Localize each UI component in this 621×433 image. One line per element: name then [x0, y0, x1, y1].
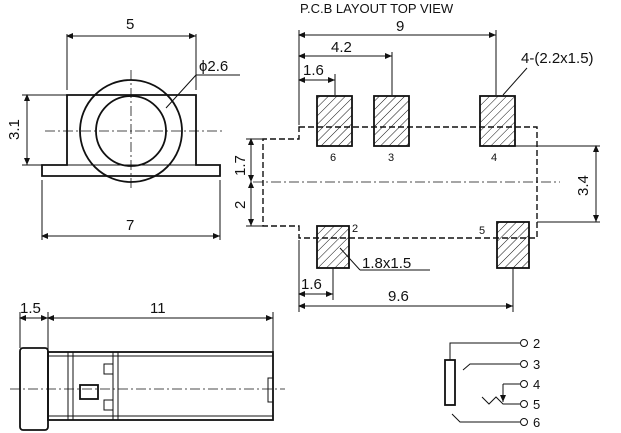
pcb-overall-width-label: 9 [396, 18, 404, 35]
pad-2-number: 2 [352, 223, 358, 235]
schematic-pin-6-label: 6 [533, 415, 540, 430]
schematic-pin-3-label: 3 [533, 357, 540, 372]
pcb-dim-42-label: 4.2 [331, 39, 352, 56]
front-diameter-label: ϕ2.6 [199, 58, 228, 75]
pcb-dim-34-label: 3.4 [575, 175, 592, 196]
pcb-layout-title: P.C.B LAYOUT TOP VIEW [300, 1, 454, 16]
side-window [79, 384, 99, 400]
pad-2 [316, 225, 350, 269]
front-width-bottom-label: 7 [126, 217, 134, 234]
side-view: 1.5 11 [10, 300, 285, 431]
pad-3 [373, 95, 410, 147]
schematic-pin-2-label: 2 [533, 336, 540, 351]
schematic-jack-sleeve [444, 359, 456, 406]
side-body [47, 351, 274, 421]
pcb-dim-17-label: 1.7 [232, 155, 249, 176]
pcb-dim-2-label: 2 [232, 201, 249, 209]
pcb-outline [262, 126, 538, 239]
pad-6-number: 6 [330, 152, 336, 164]
pcb-layout: 9 4.2 1.6 4-(2.2x1.5) 6 3 4 2 5 1.8x1.5 [232, 18, 600, 312]
pad-4 [479, 95, 516, 147]
pcb-pad-size-bottom-label: 1.8x1.5 [362, 255, 411, 272]
pcb-dim-16-bottom-label: 1.6 [301, 276, 322, 293]
front-housing [41, 94, 221, 177]
front-height-label: 3.1 [6, 119, 23, 140]
pad-4-number: 4 [491, 152, 497, 164]
schematic: 2 3 4 5 6 [444, 336, 540, 430]
pcb-dim-16-top-label: 1.6 [303, 62, 324, 79]
pad-5-number: 5 [479, 225, 485, 237]
front-view: 5 ϕ2.6 3.1 7 [6, 16, 240, 240]
side-flange-label: 1.5 [20, 300, 41, 317]
front-width-top-label: 5 [126, 16, 134, 33]
pcb-dim-96-label: 9.6 [388, 288, 409, 305]
pcb-pad-size-top-label: 4-(2.2x1.5) [521, 50, 594, 67]
pad-6 [316, 95, 353, 147]
schematic-pin-5-label: 5 [533, 397, 540, 412]
schematic-pin-4-label: 4 [533, 377, 540, 392]
pad-3-number: 3 [388, 152, 394, 164]
side-length-label: 11 [150, 300, 166, 317]
pad-5 [496, 221, 530, 269]
